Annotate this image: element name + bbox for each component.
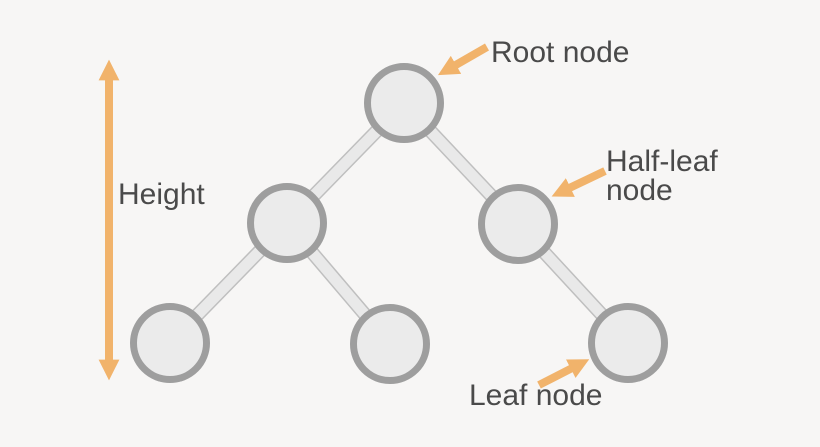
leaf-pointer-arrow-icon bbox=[537, 359, 590, 389]
tree-node-leaf-left bbox=[130, 303, 210, 383]
half-leaf-node-label: Half-leaf node bbox=[606, 145, 718, 207]
root-pointer-arrow-icon bbox=[437, 43, 489, 76]
half-leaf-pointer-arrow-icon bbox=[551, 167, 607, 197]
leaf-node-label: Leaf node bbox=[469, 379, 603, 412]
tree-node-leaf-middle bbox=[350, 304, 430, 384]
height-label: Height bbox=[118, 178, 205, 211]
root-node-label: Root node bbox=[491, 36, 630, 69]
tree-nodes bbox=[130, 63, 668, 384]
half-leaf-node-label-line2: node bbox=[606, 174, 673, 207]
half-leaf-node-label-line1: Half-leaf bbox=[606, 145, 718, 178]
tree-node-half-leaf bbox=[478, 184, 558, 264]
tree-node-root bbox=[364, 63, 444, 143]
tree-node-internal-left bbox=[247, 183, 327, 263]
tree-node-leaf-right bbox=[588, 303, 668, 383]
